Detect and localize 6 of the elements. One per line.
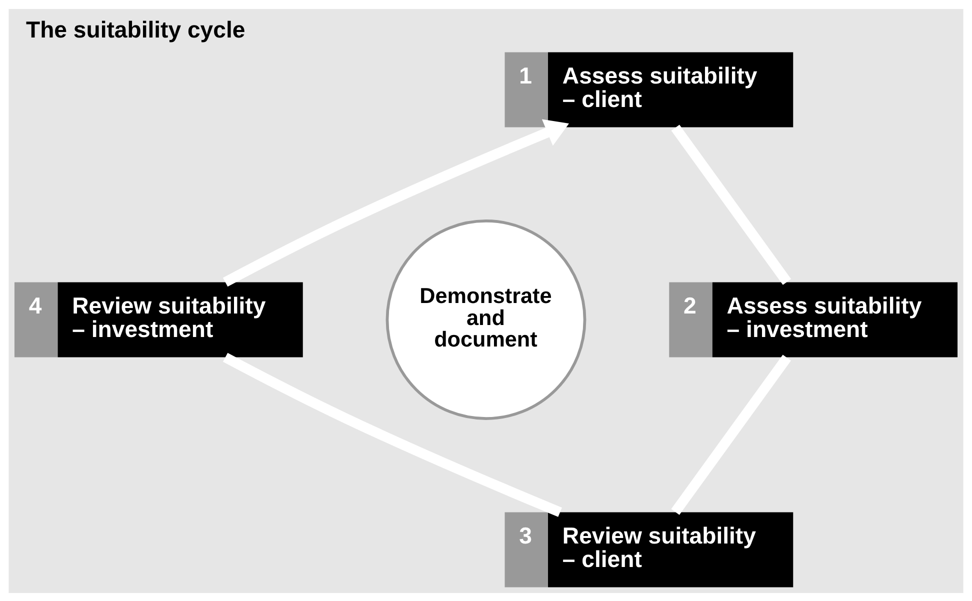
connector bbox=[671, 124, 792, 284]
node-circle: Demonstrate and document bbox=[386, 219, 586, 420]
connector bbox=[671, 354, 791, 514]
diagram-title: The suitability cycle bbox=[26, 16, 246, 42]
connector bbox=[222, 352, 562, 516]
arrow bbox=[222, 118, 569, 286]
